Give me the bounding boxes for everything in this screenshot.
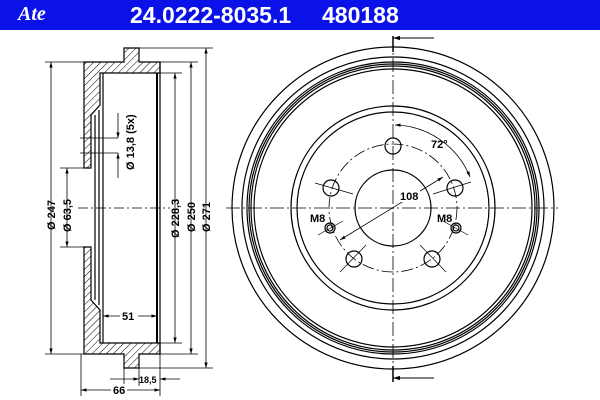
- front-view: [226, 35, 558, 382]
- dim-bolt-hole: Ø 13,8 (5x): [125, 114, 137, 170]
- pcd-label: 108: [400, 191, 418, 203]
- dim-dia-247: Ø 247: [46, 200, 58, 230]
- title-bar: Ate 24.0222-8035.1 480188: [0, 0, 600, 30]
- part-number: 24.0222-8035.1: [130, 2, 292, 28]
- thread-left-label: M8: [310, 213, 325, 225]
- product-code: 480188: [322, 2, 399, 28]
- dim-dia-63-5: Ø 63,5: [62, 199, 74, 232]
- angle-label: 72°: [431, 139, 448, 151]
- dim-lip-18-5: 18,5: [139, 375, 157, 385]
- dim-dia-250: Ø 250: [186, 202, 198, 232]
- thread-right-label: M8: [437, 213, 452, 225]
- brand-logo: Ate: [18, 3, 46, 25]
- dim-dia-228-3: Ø 228,3: [170, 199, 182, 238]
- dim-width-51: 51: [122, 311, 134, 323]
- dim-dia-271: Ø 271: [201, 202, 213, 232]
- dim-height-66: 66: [113, 385, 125, 397]
- side-section-view: [45, 47, 213, 396]
